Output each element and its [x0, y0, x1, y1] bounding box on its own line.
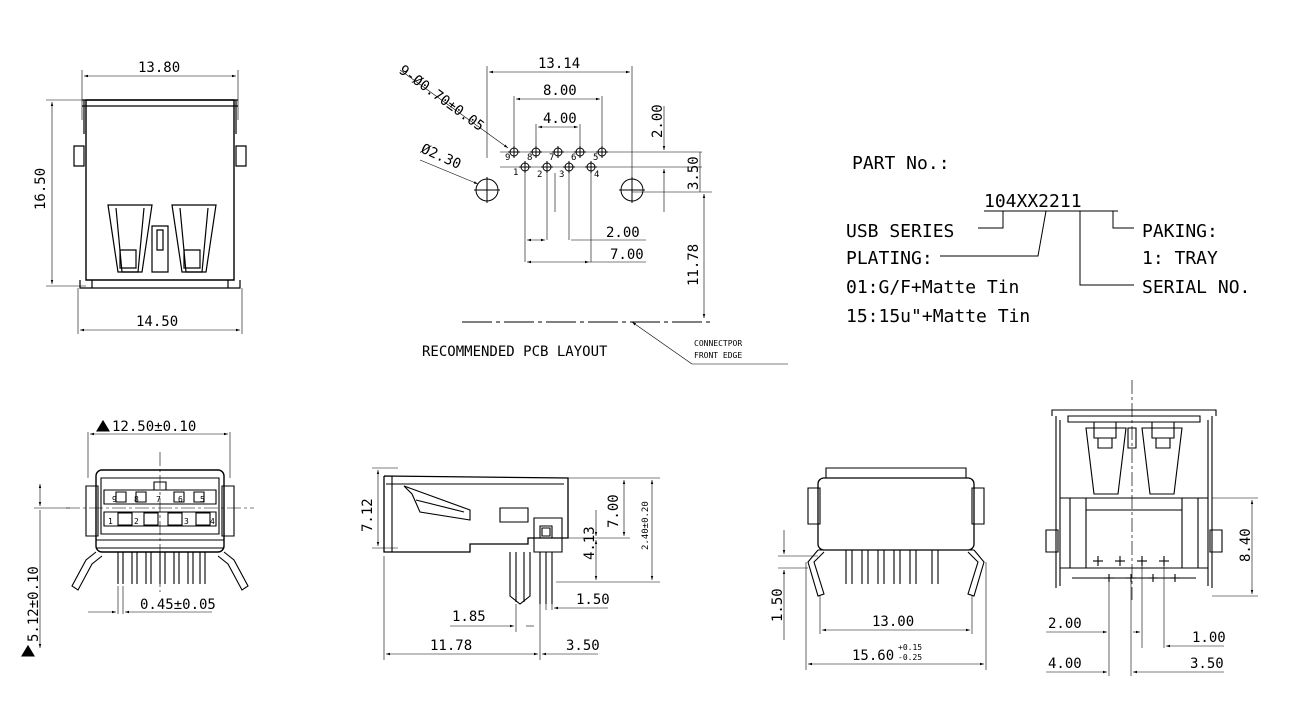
front-pin-3: 3	[184, 517, 189, 526]
part-no-title: PART No.:	[852, 153, 950, 174]
pcb-pin-3: 3	[559, 170, 564, 180]
top-height-dim: 16.50	[33, 168, 49, 210]
front-pin-7: 7	[156, 495, 161, 504]
bottom-view	[1046, 380, 1258, 676]
pcb-pitch-8: 8.00	[543, 83, 577, 99]
front-width-dim: 12.50±0.10	[112, 419, 196, 435]
part-no-code: 104XX2211	[984, 191, 1082, 212]
rear-tol-minus: -0.25	[898, 653, 922, 662]
pcb-pitch-4: 4.00	[543, 111, 577, 127]
pcb-caption: RECOMMENDED PCB LAYOUT	[422, 344, 608, 360]
pcb-pin-8: 8	[527, 153, 532, 163]
pcb-pin-7: 7	[549, 153, 554, 163]
side-height-413: 4.13	[582, 526, 598, 560]
front-pin-1: 1	[108, 517, 113, 526]
side-view	[372, 468, 660, 660]
top-base-width-dim: 14.50	[136, 314, 178, 330]
rear-tol-plus: +0.15	[898, 643, 922, 652]
part-no-paking: PAKING:	[1142, 221, 1218, 242]
part-no-serial: SERIAL NO.	[1142, 277, 1250, 298]
bottom-dim-400: 4.00	[1048, 656, 1082, 672]
bottom-dim-200: 2.00	[1048, 616, 1082, 632]
side-dim-1178: 11.78	[430, 638, 472, 654]
front-pin-width-dim: 0.45±0.05	[140, 597, 216, 613]
part-no-tray: 1: TRAY	[1142, 248, 1218, 269]
pcb-pin-6: 6	[571, 153, 576, 163]
side-dim-150: 1.50	[576, 592, 610, 608]
rear-dim-1300: 13.00	[872, 614, 914, 630]
pcb-dim-bottom-700: 7.00	[610, 247, 644, 263]
pcb-pin-5: 5	[593, 153, 598, 163]
pcb-mount-hole: Ø2.30	[418, 141, 463, 173]
side-dim-185: 1.85	[452, 609, 486, 625]
bottom-dim-100: 1.00	[1192, 630, 1226, 646]
part-no-usb-series: USB SERIES	[846, 221, 954, 242]
rear-dim-1560: 15.60	[852, 648, 894, 664]
pcb-pitch-total: 13.14	[538, 56, 580, 72]
front-pin-4: 4	[210, 517, 215, 526]
pcb-edge-label-1: CONNECTPOR	[694, 339, 742, 348]
top-view	[46, 70, 246, 334]
top-width-dim: 13.80	[138, 60, 180, 76]
side-tol-240: 2.40±0.20	[641, 501, 651, 550]
pcb-depth: 11.78	[686, 244, 702, 286]
pcb-pin-2: 2	[537, 170, 542, 180]
pcb-layout-view	[400, 66, 788, 364]
pcb-row-offset-350: 3.50	[686, 156, 702, 190]
front-height-dim: 5.12±0.10	[26, 566, 42, 642]
bottom-dim-840: 8.40	[1238, 528, 1254, 562]
bottom-dim-350: 3.50	[1190, 656, 1224, 672]
rear-dim-150: 1.50	[770, 588, 786, 622]
pcb-pin-9: 9	[505, 153, 510, 163]
side-height-700: 7.00	[606, 494, 622, 528]
front-pin-6: 6	[178, 495, 183, 504]
pcb-dim-bottom-200: 2.00	[606, 225, 640, 241]
part-no-plating-15: 15:15u"+Matte Tin	[846, 306, 1030, 327]
part-no-plating-01: 01:G/F+Matte Tin	[846, 277, 1019, 298]
rear-view	[778, 468, 986, 670]
front-pin-8: 8	[134, 495, 139, 504]
part-number-legend	[940, 211, 1134, 285]
pcb-hole-callout: 9-Ø0.70±0.05	[396, 62, 487, 134]
side-height-712: 7.12	[360, 498, 376, 532]
pcb-pin-4: 4	[594, 170, 599, 180]
pcb-edge-label-2: FRONT EDGE	[694, 351, 742, 360]
pcb-pin-1: 1	[513, 168, 518, 178]
pcb-row-offset-200: 2.00	[650, 104, 666, 138]
part-no-plating: PLATING:	[846, 248, 933, 269]
front-pin-2: 2	[134, 517, 139, 526]
front-pin-9: 9	[112, 495, 117, 504]
side-dim-350: 3.50	[566, 638, 600, 654]
front-view	[22, 421, 254, 656]
front-pin-5: 5	[200, 495, 205, 504]
